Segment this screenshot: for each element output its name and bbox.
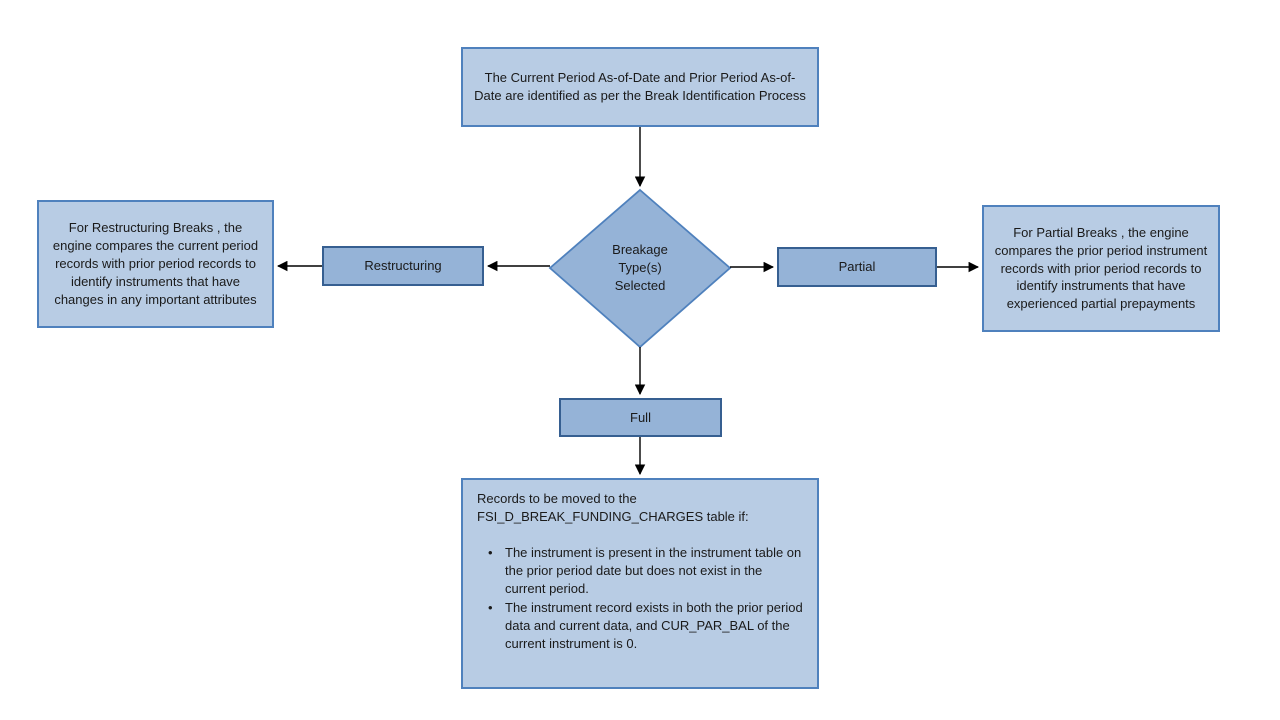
branch-box-restructuring: Restructuring (322, 246, 484, 286)
bullet-item: The instrument is present in the instrum… (488, 544, 803, 598)
process-box-break-identification: The Current Period As-of-Date and Prior … (461, 47, 819, 127)
description-box-partial: For Partial Breaks , the engine compares… (982, 205, 1220, 332)
decision-diamond-label: Breakage Type(s) Selected (578, 229, 702, 307)
branch-box-full-label: Full (630, 409, 651, 425)
branch-box-full: Full (559, 398, 722, 437)
description-box-full-bullet-list: The instrument is present in the instrum… (477, 544, 803, 653)
process-box-break-identification-text: The Current Period As-of-Date and Prior … (474, 70, 806, 103)
description-box-full-records: Records to be moved to the FSI_D_BREAK_F… (461, 478, 819, 689)
description-box-partial-text: For Partial Breaks , the engine compares… (994, 224, 1208, 312)
description-box-restructuring: For Restructuring Breaks , the engine co… (37, 200, 274, 328)
branch-box-partial-label: Partial (838, 259, 876, 275)
description-box-restructuring-text: For Restructuring Breaks , the engine co… (52, 220, 259, 307)
bullet-item: The instrument record exists in both the… (488, 599, 803, 653)
description-box-full-intro: Records to be moved to the FSI_D_BREAK_F… (477, 491, 749, 524)
diamond-line-3: Selected (614, 277, 666, 293)
branch-box-partial: Partial (777, 247, 937, 287)
branch-box-restructuring-label: Restructuring (364, 258, 442, 274)
diamond-line-2: Type(s) (618, 260, 662, 276)
diamond-line-1: Breakage (612, 242, 668, 258)
